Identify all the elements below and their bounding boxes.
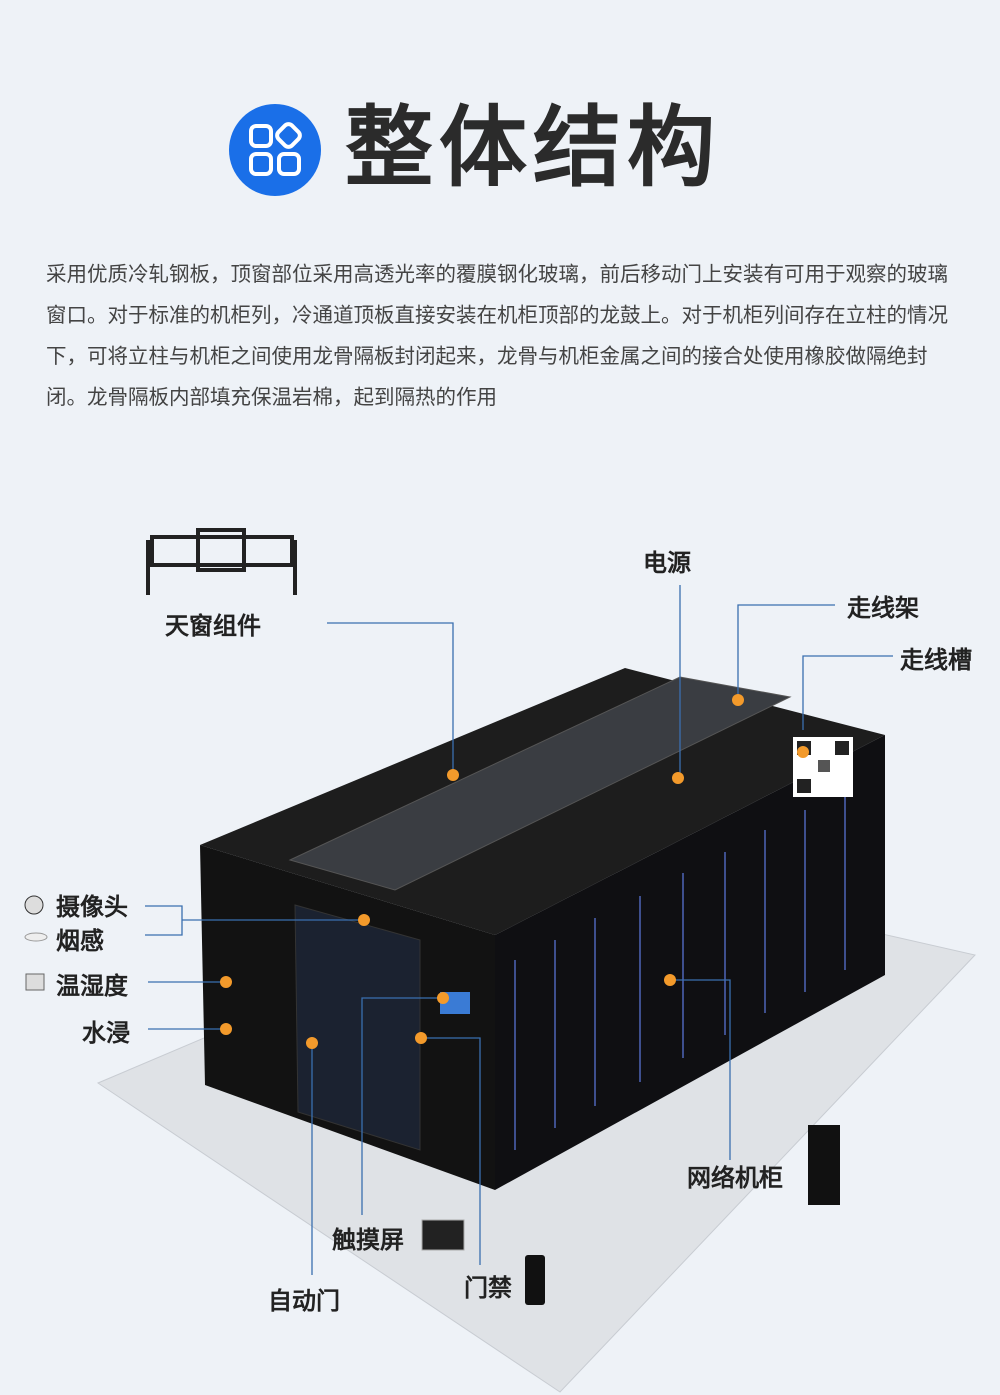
rack-lights [514,788,846,1150]
label-smoke: 烟感 [56,927,104,955]
network-cabinet-icon [808,1125,840,1205]
sensor-icons [24,895,48,991]
label-cable-rack: 走线架 [847,594,919,622]
access-control-icon [525,1255,545,1305]
leader-lines [145,585,893,1275]
camera-icon [24,895,44,915]
label-auto-door: 自动门 [268,1287,340,1315]
touchscreen-icon [421,1219,465,1251]
smoke-icon [24,932,48,942]
label-access-control: 门禁 [464,1274,512,1302]
label-network-cabinet: 网络机柜 [687,1164,783,1192]
markers [220,694,809,1049]
label-skylight: 天窗组件 [165,612,261,640]
thermometer-icon [25,973,45,991]
label-temp-humidity: 温湿度 [56,972,128,1000]
cabinet-side [495,735,885,1190]
label-cable-trough: 走线槽 [900,646,972,674]
label-camera: 摄像头 [56,893,128,921]
cold-aisle-roof [288,676,792,891]
door-glass [294,904,421,1151]
skylight-icon [146,528,297,595]
description: 采用优质冷轧钢板，顶窗部位采用高透光率的覆膜钢化玻璃，前后移动门上安装有可用于观… [46,262,948,409]
label-power: 电源 [643,549,691,577]
apps-grid-icon [229,104,321,196]
label-water: 水浸 [82,1019,130,1047]
label-touchscreen: 触摸屏 [332,1226,404,1254]
qr-code [793,737,853,797]
page-title: 整体结构 [345,96,722,199]
